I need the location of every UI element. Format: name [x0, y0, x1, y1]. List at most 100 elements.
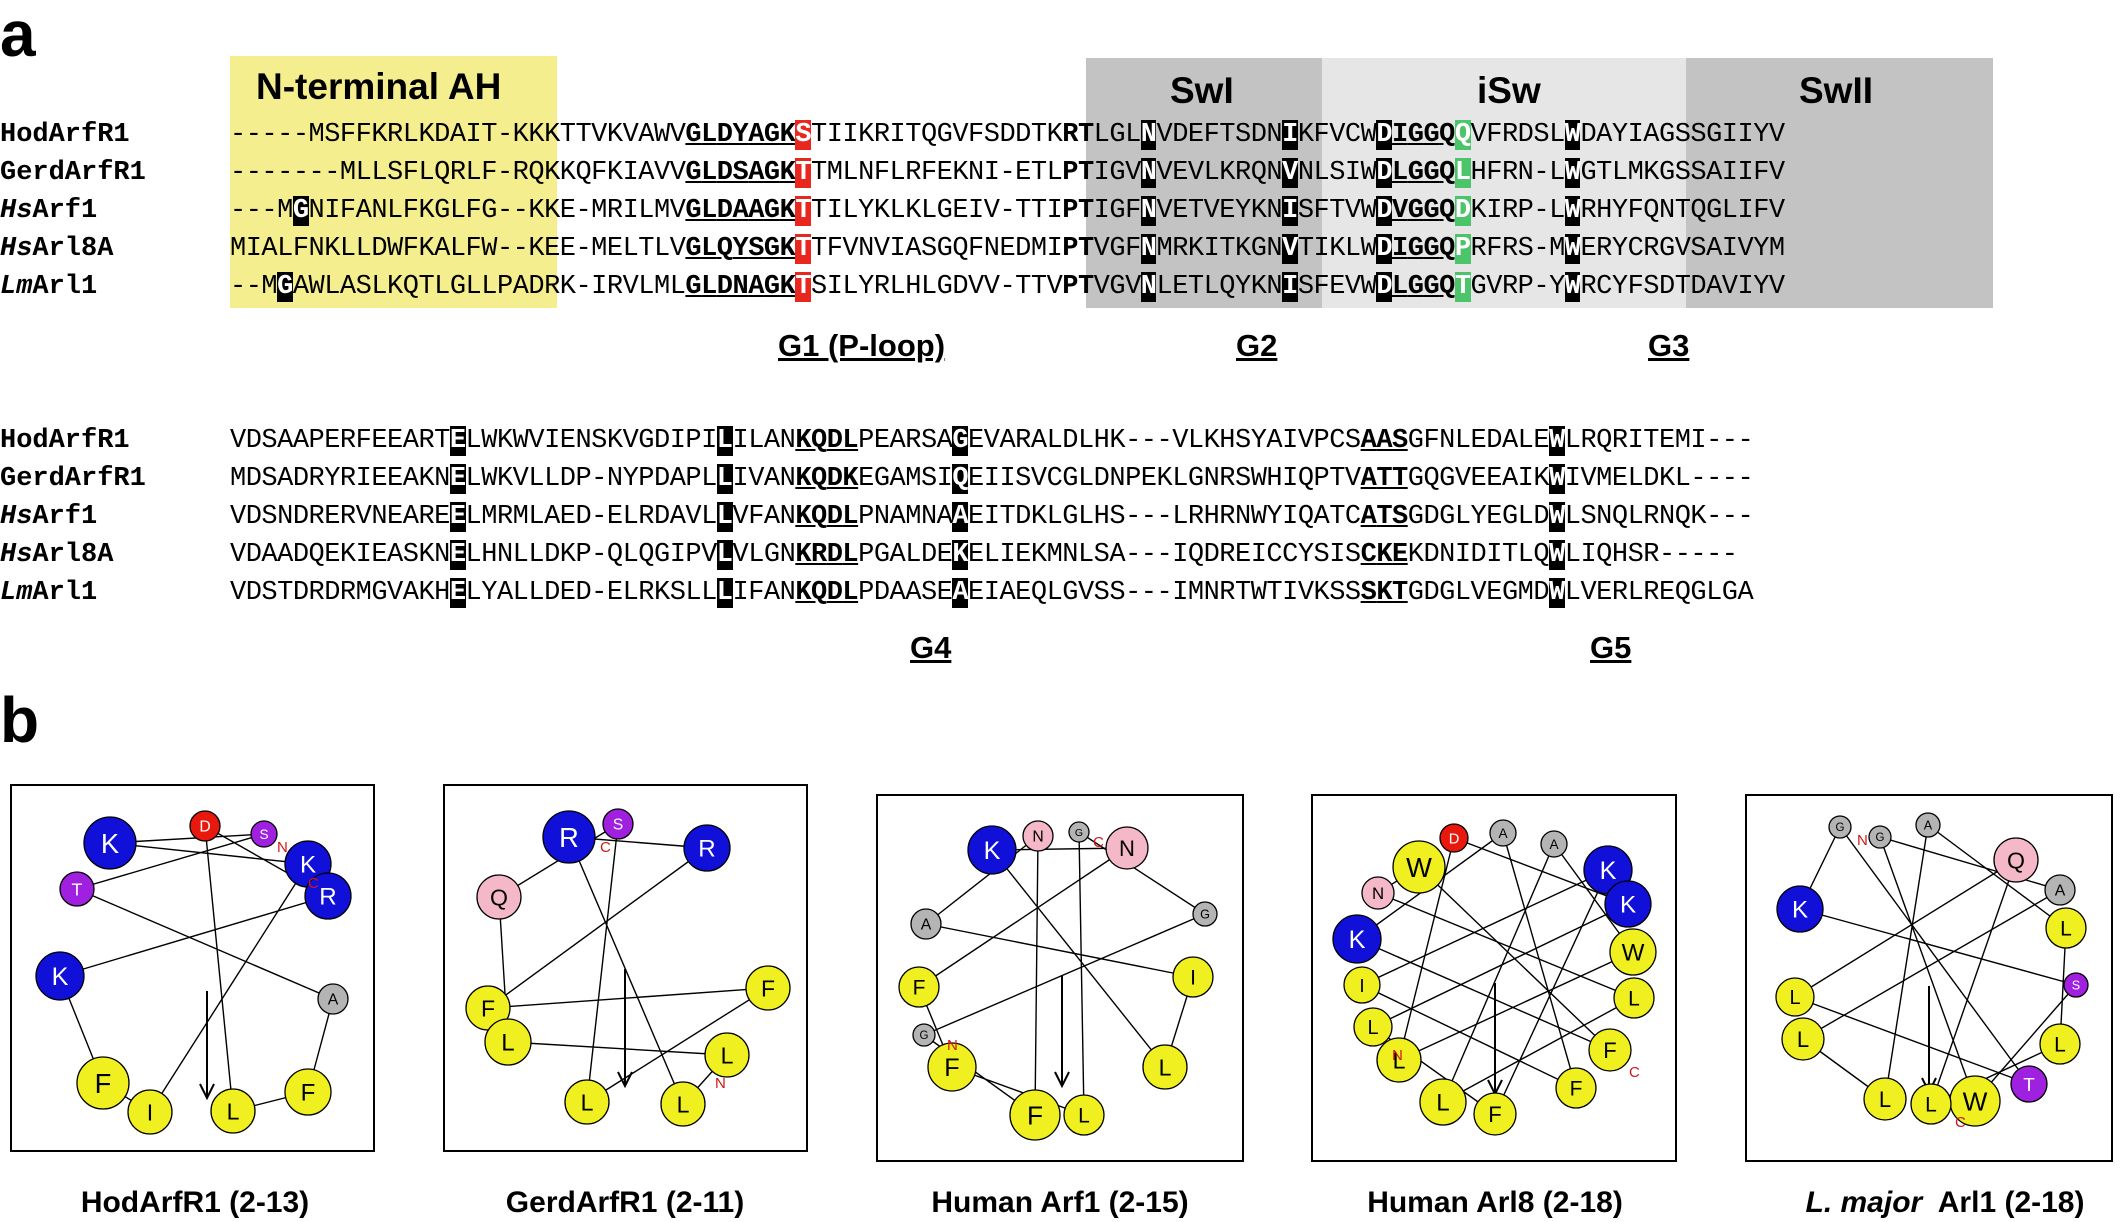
residue: L	[701, 578, 717, 608]
residue: T	[1501, 540, 1518, 570]
residue: F	[339, 196, 356, 226]
helix-connector-line	[925, 835, 1039, 925]
residue-circle: Q	[1993, 837, 2039, 883]
residue-letter: L	[1159, 1054, 1172, 1080]
residue: S	[1015, 464, 1031, 494]
residue: Y	[1250, 426, 1267, 456]
helix-connector-line	[1034, 835, 1039, 1116]
residue: W	[1250, 464, 1267, 494]
residue: S	[1690, 158, 1707, 188]
residue-letter: G	[1075, 827, 1083, 839]
residue: K	[842, 464, 859, 494]
residue: -	[1156, 426, 1173, 456]
residue: D	[1015, 234, 1031, 264]
residue: K	[418, 196, 435, 226]
residue: P	[685, 426, 702, 456]
residue: P	[638, 464, 654, 494]
residue: L	[512, 578, 529, 608]
residue: M	[1549, 234, 1565, 264]
helix-connector-line	[1930, 859, 2017, 1105]
residue: S	[261, 426, 278, 456]
residue: M	[905, 502, 921, 532]
residue: G	[936, 234, 953, 264]
residue: -	[1690, 540, 1707, 570]
residue: -	[1721, 464, 1738, 494]
residue: S	[324, 120, 340, 150]
residue: G	[1407, 272, 1424, 302]
residue: H	[1093, 502, 1110, 532]
residue: L	[1564, 502, 1581, 532]
motif-g4-label: G4	[910, 630, 952, 665]
residue: G	[1439, 502, 1455, 532]
residue: L	[842, 158, 859, 188]
residue: G	[936, 196, 953, 226]
residue: A	[1313, 502, 1330, 532]
residue: G	[1690, 578, 1707, 608]
residue: D	[1470, 540, 1487, 570]
residue: F	[1627, 272, 1644, 302]
residue: K	[779, 234, 796, 264]
residue: L	[1454, 578, 1471, 608]
residue: K	[418, 234, 435, 264]
residue: A	[402, 502, 419, 532]
residue: G	[1109, 196, 1126, 226]
residue: M	[1046, 540, 1063, 570]
residue: T	[1376, 502, 1393, 532]
residue: P	[1125, 464, 1141, 494]
residue-letter: F	[761, 975, 775, 1001]
residue: N	[371, 196, 388, 226]
residue: L	[1721, 196, 1738, 226]
residue: M	[1596, 464, 1612, 494]
residue: V	[1674, 234, 1691, 264]
sequence-row: VDSAAPERFEEARTELWKWVIENSKVGDIPILILANKQDL…	[230, 426, 1754, 456]
residue-letter: F	[301, 1080, 316, 1107]
residue-circle: L	[1063, 1094, 1105, 1136]
residue: G	[1062, 464, 1078, 494]
residue: A	[889, 578, 906, 608]
residue: G	[873, 540, 890, 570]
residue-circle: R	[542, 810, 596, 864]
residue: L	[1564, 540, 1581, 570]
residue: I	[1282, 502, 1298, 532]
residue-letter: G	[1200, 908, 1210, 922]
residue: F	[402, 234, 419, 264]
residue: G	[1407, 578, 1424, 608]
residue: -	[1706, 540, 1722, 570]
residue-letter: D	[199, 819, 210, 836]
residue: R	[1611, 426, 1628, 456]
residue: I	[1282, 426, 1298, 456]
residue: -	[1140, 426, 1157, 456]
residue: K	[1030, 502, 1047, 532]
residue: R	[606, 196, 623, 226]
residue: W	[1564, 234, 1581, 264]
residue: S	[1690, 234, 1707, 264]
residue: R	[1580, 426, 1597, 456]
residue: D	[544, 578, 560, 608]
residue-circle: L	[210, 1088, 256, 1134]
residue: P	[496, 272, 513, 302]
residue: G	[1706, 196, 1722, 226]
residue-circle: L	[1781, 1017, 1825, 1061]
residue: G	[1721, 578, 1738, 608]
residue: D	[245, 426, 262, 456]
residue: L	[1517, 502, 1534, 532]
residue: F	[292, 234, 309, 264]
residue-circle: F	[1009, 1089, 1061, 1141]
residue-circle: S	[250, 820, 278, 848]
residue: N	[732, 272, 749, 302]
residue: W	[1564, 120, 1581, 150]
residue: C	[1627, 234, 1644, 264]
residue: D	[434, 120, 450, 150]
residue: L	[1517, 426, 1534, 456]
residue: N	[434, 540, 450, 570]
residue: V	[669, 196, 686, 226]
residue: L	[449, 234, 466, 264]
residue: A	[952, 502, 969, 532]
residue: Y	[1611, 120, 1628, 150]
residue: Q	[1439, 196, 1455, 226]
residue: L	[528, 464, 545, 494]
residue: A	[748, 272, 764, 302]
residue: N	[1266, 120, 1283, 150]
n-terminal-title: N-terminal AH	[256, 66, 502, 107]
